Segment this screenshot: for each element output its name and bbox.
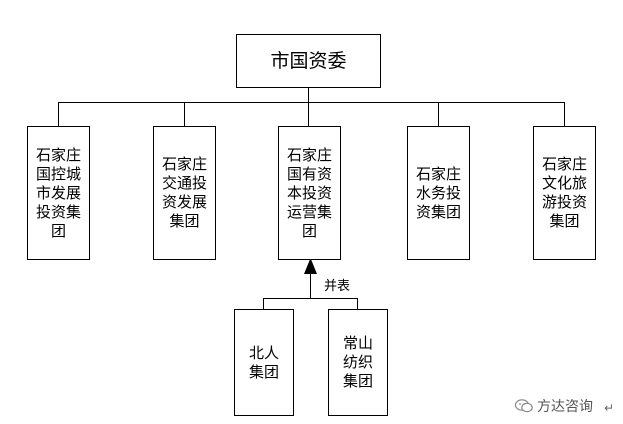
child-node-3: 石家庄 国有资 本投资 运营集 团 (278, 126, 341, 260)
child-stem-line-4 (438, 102, 439, 126)
child-node-5-label: 石家庄 文化旅 游投资 集团 (541, 155, 587, 230)
watermark-text: 方达咨询 (537, 399, 593, 415)
child-stem-line-1 (58, 102, 59, 126)
child-node-2-label: 石家庄 交通投 资发展 集团 (161, 155, 207, 230)
merge-arrow-head-icon (304, 258, 317, 274)
merged-stem-line-1 (263, 298, 264, 309)
paragraph-return-icon: ↵ (604, 401, 615, 415)
child-stem-line-2 (184, 102, 185, 126)
merged-node-2-label: 常山 纺织 集团 (342, 334, 373, 390)
root-stem-line (308, 87, 309, 103)
root-node-label: 市国资委 (270, 50, 347, 72)
child-stem-line-3 (308, 102, 309, 126)
child-node-2: 石家庄 交通投 资发展 集团 (153, 126, 216, 260)
root-node: 市国资委 (236, 34, 381, 88)
watermark: 方达咨询 (515, 396, 593, 416)
merge-label: 并表 (324, 279, 351, 294)
child-node-5: 石家庄 文化旅 游投资 集团 (533, 126, 596, 260)
child-node-4-label: 石家庄 水务投 资集团 (415, 164, 461, 221)
child-stem-line-5 (564, 102, 565, 126)
child-node-1: 石家庄 国控城 市发展 投资集 团 (27, 126, 90, 260)
merged-node-1-label: 北人 集团 (248, 343, 279, 381)
child-node-4: 石家庄 水务投 资集团 (407, 126, 470, 260)
merge-arrow-shaft (310, 272, 311, 299)
child-node-3-label: 石家庄 国有资 本投资 运营集 团 (286, 145, 332, 240)
merged-node-1: 北人 集团 (234, 309, 294, 416)
merged-node-2: 常山 纺织 集团 (328, 309, 388, 416)
top-horizontal-line (58, 102, 565, 103)
merged-stem-line-2 (357, 298, 358, 309)
child-node-1-label: 石家庄 国控城 市发展 投资集 团 (35, 145, 81, 240)
wechat-icon (515, 399, 533, 413)
